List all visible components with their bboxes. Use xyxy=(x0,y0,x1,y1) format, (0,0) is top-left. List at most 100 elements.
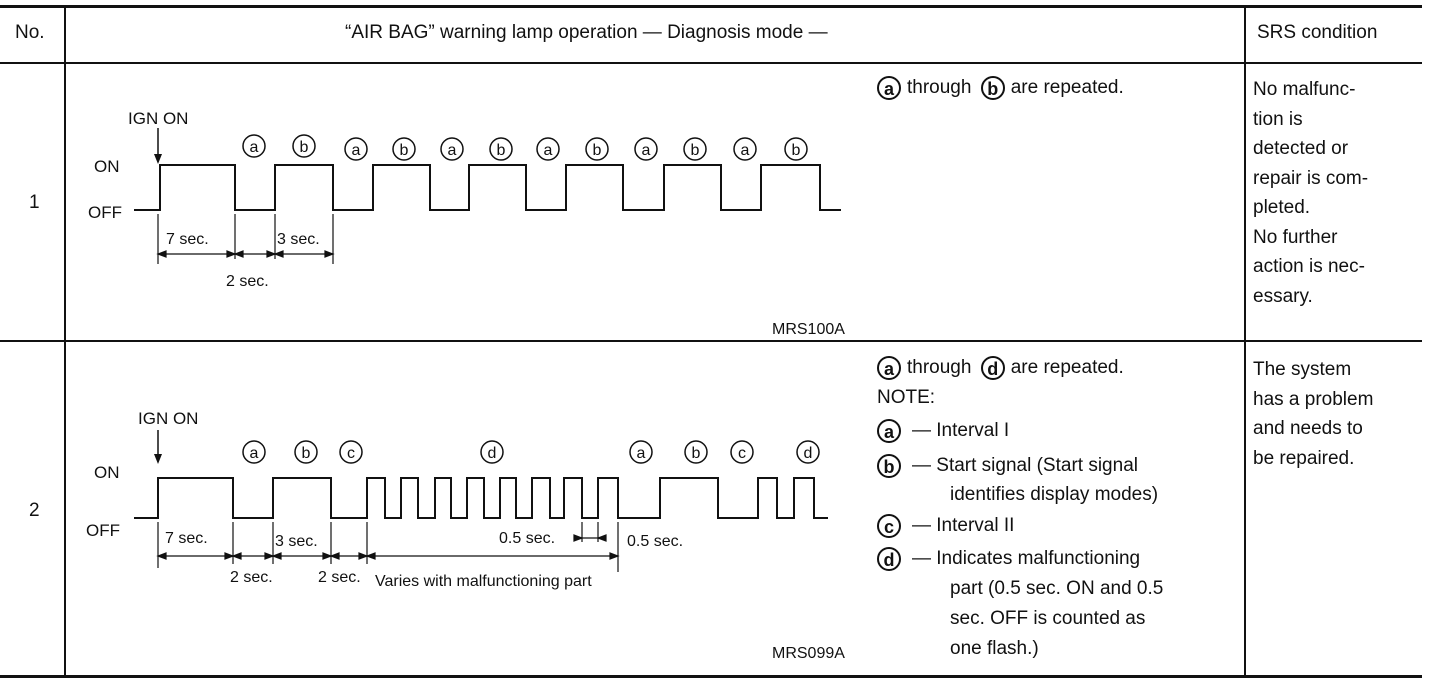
note-text: — Interval II xyxy=(912,515,1015,536)
marker-b-icon: b xyxy=(877,454,901,478)
svg-text:b: b xyxy=(692,445,701,462)
svg-text:b: b xyxy=(400,142,409,159)
svg-text:d: d xyxy=(804,445,813,462)
table-bottom-rule xyxy=(0,675,1422,678)
header-condition: SRS condition xyxy=(1257,22,1378,43)
marker-a-icon: a xyxy=(877,419,901,443)
note-text: — Indicates malfunctioning xyxy=(912,548,1141,569)
row-2-condition: The system has a problem and needs to be… xyxy=(1253,355,1373,473)
note-text: part (0.5 sec. ON and 0.5 xyxy=(950,578,1164,599)
svg-text:c: c xyxy=(738,445,746,462)
phase-a-marker: a xyxy=(629,440,653,464)
note-text: one flash.) xyxy=(950,638,1039,659)
phase-a-marker: a xyxy=(242,134,266,158)
svg-text:d: d xyxy=(488,445,497,462)
duration-3-sec: 3 sec. xyxy=(277,231,320,248)
condition-line: pleted. xyxy=(1253,197,1311,218)
svg-text:a: a xyxy=(544,142,553,159)
duration-2-sec: 2 sec. xyxy=(226,273,269,290)
duration-0-5-sec: 0.5 sec. xyxy=(499,530,555,547)
row-divider xyxy=(0,340,1422,342)
row-1-condition: No malfunc- tion is detected or repair i… xyxy=(1253,75,1368,311)
ign-on-arrow-head xyxy=(154,454,162,464)
row-2-timing-diagram: IGN ON ON OFF a b c d a b c d xyxy=(86,409,845,662)
repeat-through-text: through xyxy=(907,77,972,99)
duration-7-sec: 7 sec. xyxy=(166,231,209,248)
ign-on-label: IGN ON xyxy=(138,409,198,428)
marker-b-icon: b xyxy=(980,76,1005,100)
note-text: identifies display modes) xyxy=(950,484,1159,505)
row-2-dimension-lines xyxy=(156,522,620,572)
note-text: — Interval I xyxy=(912,420,1010,441)
row-1-number: 1 xyxy=(29,192,40,213)
phase-c-marker: c xyxy=(339,440,363,464)
duration-0-5-sec: 0.5 sec. xyxy=(627,533,683,550)
phase-b-marker: b xyxy=(292,134,316,158)
condition-line: essary. xyxy=(1253,285,1313,307)
table-top-rule xyxy=(0,5,1422,8)
row-2-phase-markers: a b c d a b c d xyxy=(242,440,820,464)
condition-line: and needs to xyxy=(1253,418,1363,439)
column-divider-2 xyxy=(1244,5,1246,678)
condition-line: No further xyxy=(1253,226,1338,248)
ign-on-arrow-head xyxy=(154,154,162,164)
marker-d-icon: d xyxy=(877,547,901,571)
phase-a-marker: a xyxy=(344,137,368,161)
repeat-through-text: through xyxy=(907,357,972,379)
note-text: sec. OFF is counted as xyxy=(950,608,1146,629)
repeat-suffix-text: are repeated. xyxy=(1010,357,1124,379)
note-title: NOTE: xyxy=(877,387,936,408)
phase-d-marker: d xyxy=(480,440,504,464)
svg-text:c: c xyxy=(347,445,355,462)
phase-b-marker: b xyxy=(489,137,513,161)
marker-a-icon: a xyxy=(877,76,901,100)
duration-3-sec: 3 sec. xyxy=(275,533,318,550)
on-label: ON xyxy=(94,463,120,482)
svg-text:b: b xyxy=(497,142,506,159)
condition-line: be repaired. xyxy=(1253,447,1355,469)
svg-text:a: a xyxy=(448,142,457,159)
ign-on-label: IGN ON xyxy=(128,109,188,128)
phase-a-marker: a xyxy=(440,137,464,161)
marker-a-icon: a xyxy=(877,356,901,380)
diagram-code: MRS099A xyxy=(772,645,845,662)
svg-text:a: a xyxy=(642,142,651,159)
phase-b-marker: b xyxy=(585,137,609,161)
condition-line: repair is com- xyxy=(1253,167,1369,189)
row-2-waveform xyxy=(134,477,828,519)
condition-line: detected or xyxy=(1253,138,1349,159)
row-1-timing-diagram: IGN ON ON OFF a b a b a b a b a b a b xyxy=(88,109,845,338)
condition-line: action is nec- xyxy=(1253,256,1365,277)
phase-b-marker: b xyxy=(683,137,707,161)
duration-7-sec: 7 sec. xyxy=(165,530,208,547)
header-operation: “AIR BAG” warning lamp operation — Diagn… xyxy=(345,22,828,43)
phase-b-marker: b xyxy=(684,440,708,464)
condition-line: No malfunc- xyxy=(1253,79,1356,100)
duration-2-sec: 2 sec. xyxy=(230,569,273,586)
svg-text:a: a xyxy=(352,142,361,159)
off-label: OFF xyxy=(88,203,122,222)
varies-label: Varies with malfunctioning part xyxy=(375,573,592,590)
column-divider-1 xyxy=(64,5,66,678)
svg-text:b: b xyxy=(300,139,309,156)
phase-a-marker: a xyxy=(634,137,658,161)
duration-2-sec: 2 sec. xyxy=(318,569,361,586)
svg-text:a: a xyxy=(250,139,259,156)
phase-c-marker: c xyxy=(730,440,754,464)
row-1-phase-markers: a b a b a b a b a b a b xyxy=(242,134,808,161)
on-label: ON xyxy=(94,157,120,176)
phase-b-marker: b xyxy=(294,440,318,464)
condition-line: The system xyxy=(1253,359,1352,380)
phase-a-marker: a xyxy=(242,440,266,464)
note-text: — Start signal (Start signal xyxy=(912,455,1138,476)
condition-line: tion is xyxy=(1253,108,1303,130)
off-label: OFF xyxy=(86,521,120,540)
phase-a-marker: a xyxy=(733,137,757,161)
repeat-suffix-text: are repeated. xyxy=(1010,77,1124,99)
diagram-code: MRS100A xyxy=(772,321,845,338)
header-rule xyxy=(0,62,1422,64)
row-2-number: 2 xyxy=(29,500,40,521)
